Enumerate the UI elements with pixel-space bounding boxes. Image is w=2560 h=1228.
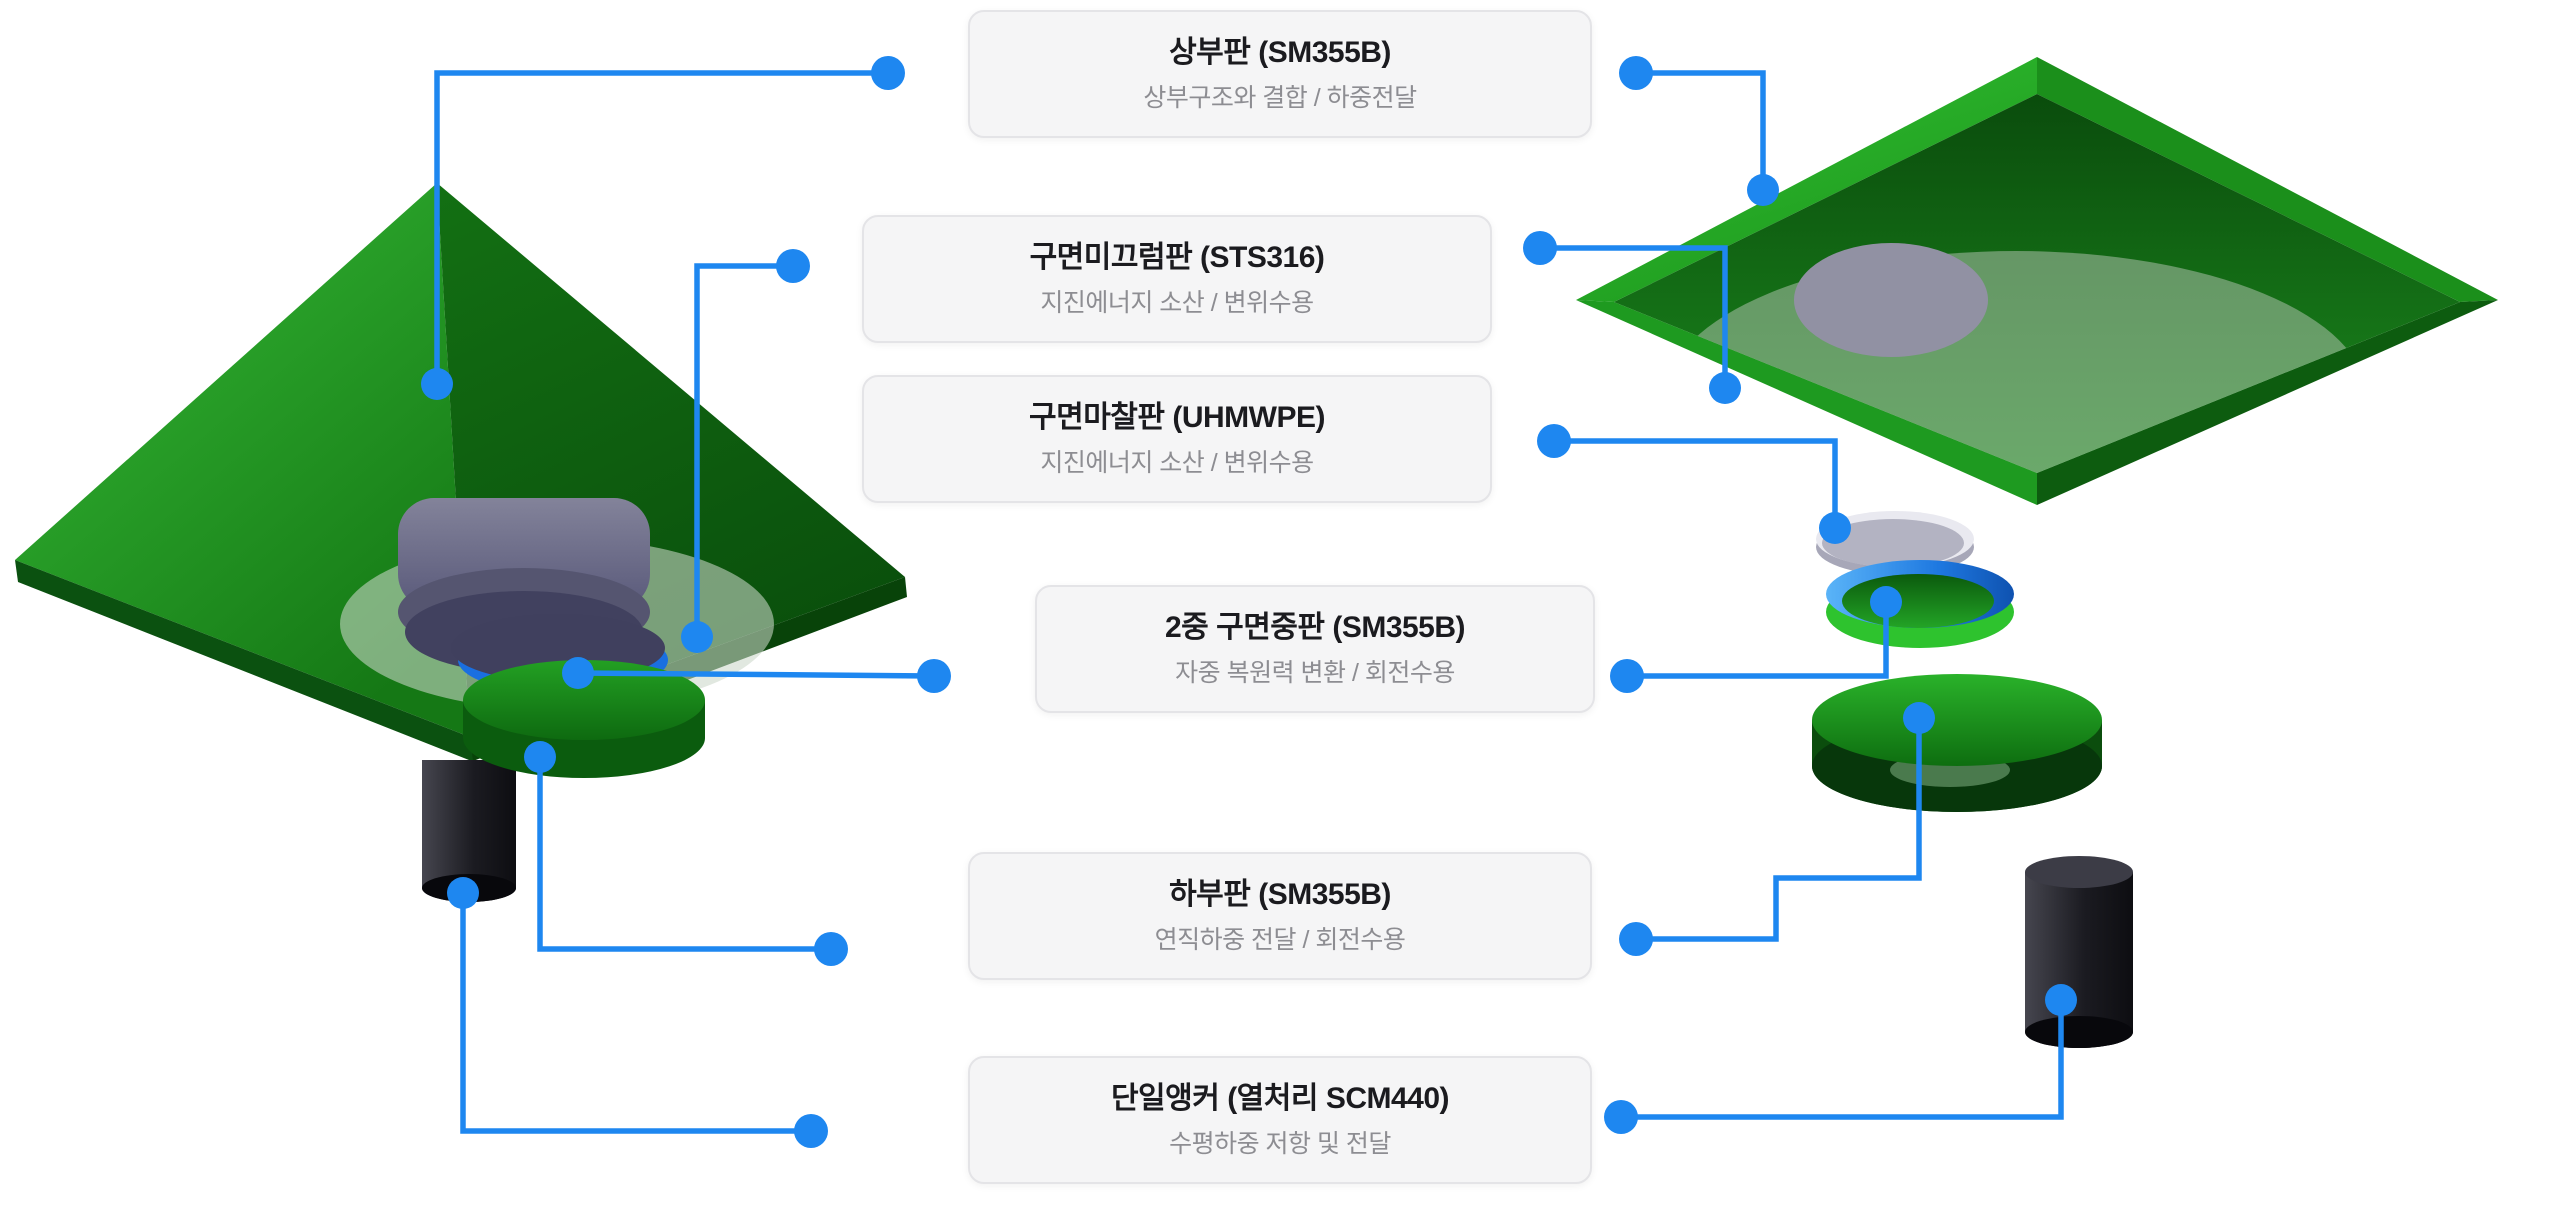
top-plate-bevel-topleft — [1576, 57, 2037, 302]
sliding-surface-circle — [1794, 243, 1988, 357]
callout-dot — [1523, 231, 1557, 265]
callout-lines — [434, 70, 2064, 1134]
label-subtitle: 지진에너지 소산 / 변위수용 — [1040, 449, 1314, 477]
callout-dot — [1604, 1100, 1638, 1134]
callout-dot — [524, 741, 556, 773]
anchor-top-cap-exploded — [2025, 856, 2133, 888]
callout-line-top-plate-right — [1636, 70, 1766, 190]
label-card-bottom-plate: 하부판 (SM355B) 연직하중 전달 / 회전수용 — [968, 852, 1592, 980]
top-plate-bevel-bottomleft — [1576, 300, 2037, 505]
label-title: 단일앵커 (열처리 SCM440) — [1110, 1082, 1450, 1115]
label-card-anchor: 단일앵커 (열처리 SCM440) 수평하중 저항 및 전달 — [968, 1056, 1592, 1184]
callout-dot — [1903, 702, 1935, 734]
callout-dot — [681, 621, 713, 653]
friction-plate-top — [1822, 519, 1964, 567]
callout-dot — [776, 249, 810, 283]
callout-line-anchor-right — [1621, 1000, 2064, 1120]
callout-dot — [794, 1114, 828, 1148]
callout-dot — [421, 368, 453, 400]
label-title: 구면미끄럼판 (STS316) — [1029, 241, 1325, 274]
label-card-sliding-plate: 구면미끄럼판 (STS316) 지진에너지 소산 / 변위수용 — [862, 215, 1492, 343]
label-title: 구면마찰판 (UHMWPE) — [1029, 401, 1325, 434]
callout-dot — [1610, 659, 1644, 693]
anchor-cylinder — [422, 760, 516, 902]
label-subtitle: 수평하중 저항 및 전달 — [1169, 1130, 1391, 1158]
callout-dot — [562, 657, 594, 689]
top-plate-bevel-topright — [2037, 57, 2498, 302]
callout-dot — [1870, 586, 1902, 618]
callout-dot — [1819, 512, 1851, 544]
callout-dot — [1537, 424, 1571, 458]
callout-line-middle-plate-left — [577, 670, 935, 679]
label-card-top-plate: 상부판 (SM355B) 상부구조와 결합 / 하중전달 — [968, 10, 1592, 138]
callout-dot — [1709, 372, 1741, 404]
callout-dots — [421, 56, 2077, 1148]
label-subtitle: 연직하중 전달 / 회전수용 — [1154, 926, 1406, 954]
callout-line-middle-plate-right — [1627, 602, 1889, 679]
callout-dot — [1619, 922, 1653, 956]
callout-dot — [447, 877, 479, 909]
exploded-bearing-model — [1576, 57, 2498, 1048]
callout-line-sliding-plate-left — [694, 263, 793, 637]
callout-dot — [1619, 56, 1653, 90]
anchor-bottom-cap-exploded — [2025, 1016, 2133, 1048]
callout-line-anchor-left — [460, 893, 811, 1134]
callout-line-top-plate-left — [434, 70, 888, 384]
callout-line-bottom-plate-right — [1636, 718, 1922, 942]
label-title: 상부판 (SM355B) — [1169, 36, 1391, 69]
label-title: 2중 구면중판 (SM355B) — [1164, 611, 1466, 644]
callout-line-sliding-plate-right — [1540, 245, 1728, 388]
callout-dot — [871, 56, 905, 90]
assembled-bearing-model — [15, 183, 907, 902]
label-title: 하부판 (SM355B) — [1169, 878, 1391, 911]
label-subtitle: 자중 복원력 변환 / 회전수용 — [1175, 659, 1455, 687]
middle-plate-bowl-interior — [1842, 574, 1994, 628]
callout-dot — [814, 932, 848, 966]
callout-dot — [2045, 984, 2077, 1016]
top-plate-bevel-bottomright — [2037, 300, 2498, 505]
top-plate-edge-left — [15, 560, 474, 762]
label-card-friction-plate: 구면마찰판 (UHMWPE) 지진에너지 소산 / 변위수용 — [862, 375, 1492, 503]
bottom-plate-top — [463, 660, 705, 740]
label-card-middle-plate: 2중 구면중판 (SM355B) 자중 복원력 변환 / 회전수용 — [1035, 585, 1595, 713]
callout-line-bottom-plate-left — [537, 757, 831, 952]
callout-line-friction-plate-right — [1554, 438, 1838, 528]
callout-dot — [917, 659, 951, 693]
bottom-plate-top-exploded — [1812, 674, 2102, 766]
label-subtitle: 지진에너지 소산 / 변위수용 — [1040, 289, 1314, 317]
label-subtitle: 상부구조와 결합 / 하중전달 — [1143, 84, 1417, 112]
callout-dot — [1747, 174, 1779, 206]
